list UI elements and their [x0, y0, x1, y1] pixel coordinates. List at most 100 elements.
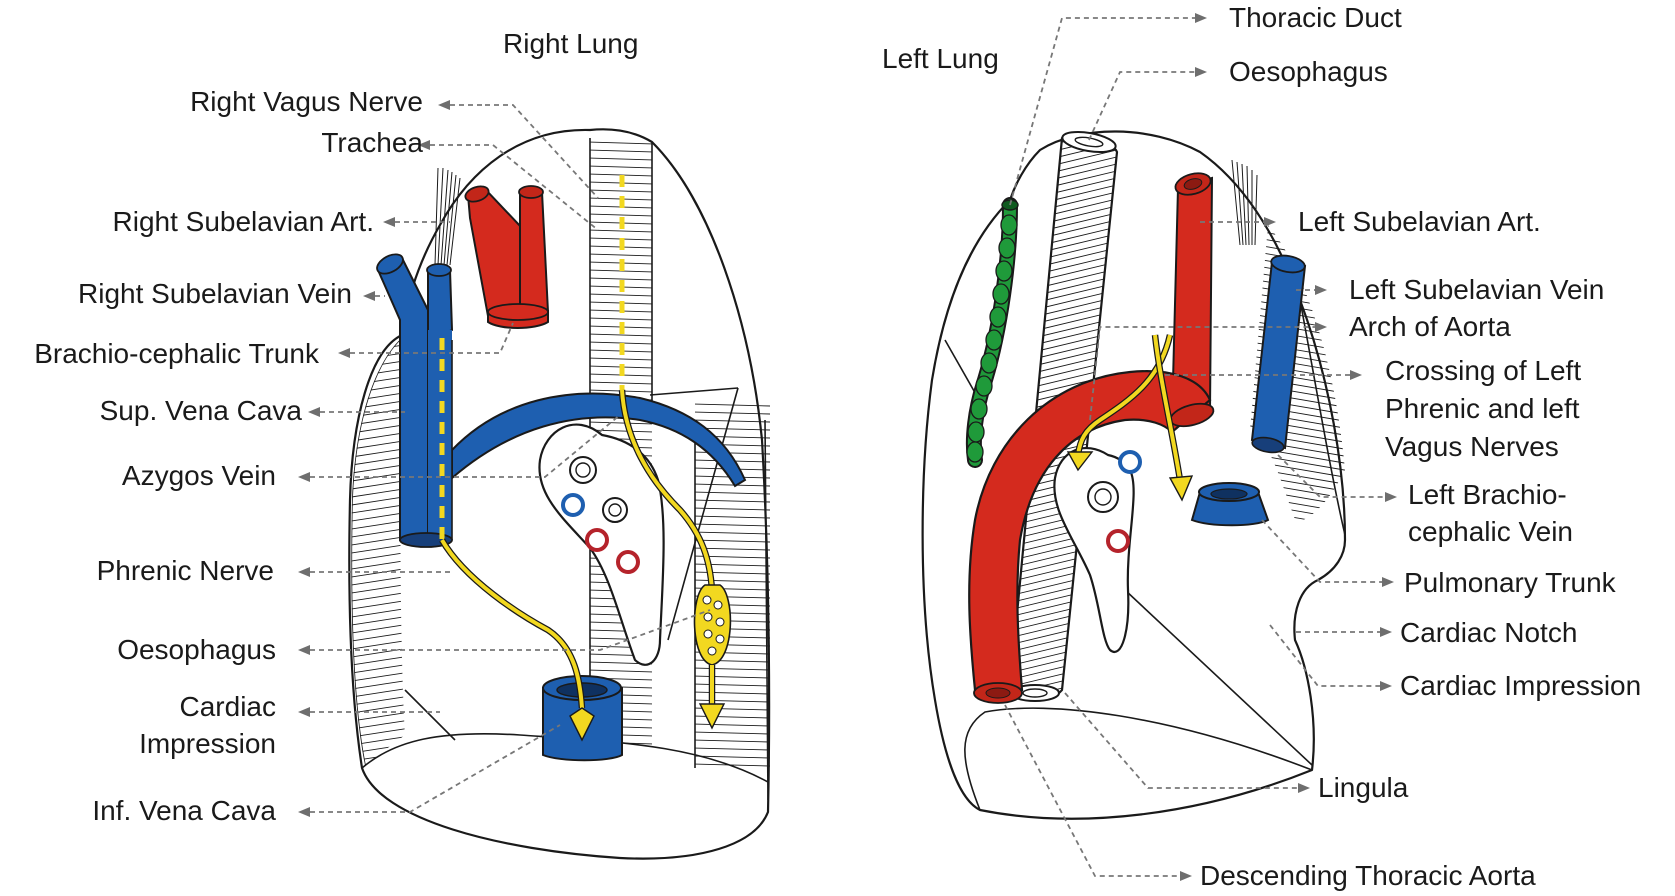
hatch-line [351, 599, 405, 611]
left-hilum-pulmonary-vein [1118, 450, 1142, 474]
hatch-line [590, 229, 652, 233]
hatch-line [695, 667, 770, 671]
right-lower-line [404, 689, 456, 741]
hatch-line [351, 551, 405, 563]
hatch-line [695, 491, 770, 495]
hatch-line [351, 567, 405, 579]
right-lung [348, 128, 771, 860]
hatch-line [590, 293, 652, 297]
hatch-line [351, 543, 405, 555]
thoracic-duct-bead [980, 352, 998, 374]
label-inferior-vena-cava: Inf. Vena Cava [92, 795, 276, 826]
thoracic-duct-bead [989, 306, 1007, 328]
label-cardiac-impression-right-2: Impression [139, 728, 276, 759]
thoracic-duct-bead [967, 421, 985, 443]
left-crossing-nerves [1066, 334, 1194, 502]
label-superior-vena-cava: Sup. Vena Cava [100, 395, 303, 426]
pulmonary-trunk-shape [1190, 482, 1270, 527]
hatch-line [351, 655, 405, 667]
hatch-line [695, 571, 770, 575]
right-veins [376, 253, 747, 548]
hatch-line [695, 691, 770, 695]
label-cardiac-impression-right-1: Cardiac [180, 691, 276, 722]
label-lingula: Lingula [1318, 772, 1409, 803]
title-left-lung: Left Lung [882, 43, 999, 74]
hatch-line [351, 663, 405, 675]
label-brachiocephalic-trunk: Brachio-cephalic Trunk [34, 338, 320, 369]
right-diaphragm-line [361, 732, 769, 783]
hatch-line [351, 671, 405, 683]
label-oesophagus-right: Oesophagus [117, 634, 276, 665]
right-phrenic-nerve [439, 338, 595, 742]
label-thoracic-duct: Thoracic Duct [1229, 2, 1402, 33]
hatch-line [590, 149, 652, 153]
left-lung-outline [921, 130, 1347, 820]
hatch-line [695, 419, 770, 423]
hatch-line [695, 531, 770, 535]
label-crossing-nerves-3: Vagus Nerves [1385, 431, 1559, 462]
hatch-line [590, 669, 652, 673]
thoracic-duct-bead [992, 283, 1010, 305]
hatch-line [695, 739, 770, 743]
hatch-line [351, 559, 405, 571]
label-right-subclavian-artery: Right Subelavian Art. [113, 206, 375, 237]
hatch-line [590, 429, 652, 433]
hatch-line [351, 615, 405, 627]
hilum-bronchus-small [602, 497, 628, 523]
hatch-line [695, 683, 770, 687]
left-vagus-fibres [1231, 159, 1258, 246]
label-pulmonary-trunk: Pulmonary Trunk [1404, 567, 1617, 598]
label-trachea: Trachea [321, 127, 423, 158]
hatch-line [590, 381, 652, 385]
label-crossing-nerves-2: Phrenic and left [1385, 393, 1580, 424]
left-oblique-fissure [1124, 589, 1313, 766]
label-phrenic-nerve: Phrenic Nerve [97, 555, 274, 586]
thoracic-duct-bead [985, 329, 1003, 351]
label-left-brachiocephalic-vein-2: cephalic Vein [1408, 516, 1573, 547]
hatch-line [351, 631, 405, 643]
hatch-line [590, 189, 652, 193]
left-base-line [964, 707, 1313, 811]
hatch-line [695, 747, 770, 751]
label-right-subclavian-vein: Right Subelavian Vein [78, 278, 352, 309]
thoracic-duct-shape [965, 197, 1019, 468]
label-right-vagus-nerve: Right Vagus Nerve [190, 86, 423, 117]
hilum-pulmonary-artery-1 [585, 528, 609, 552]
label-left-brachiocephalic-vein-1: Left Brachio- [1408, 479, 1567, 510]
hatch-line [351, 607, 405, 619]
hatch-line [695, 755, 770, 759]
hatch-line [695, 507, 770, 511]
hatch-line [590, 253, 652, 257]
hatch-line [351, 679, 405, 691]
hatch-line [695, 411, 770, 415]
left-subclavian-vein-shape [1250, 254, 1307, 454]
hatch-line [590, 333, 652, 337]
hatch-line [695, 699, 770, 703]
label-cardiac-impression-left: Cardiac Impression [1400, 670, 1641, 701]
hatch-line [351, 647, 405, 659]
hatch-line [590, 157, 652, 161]
hatch-line [351, 591, 405, 603]
label-left-subclavian-vein: Left Subelavian Vein [1349, 274, 1604, 305]
hatch-line [590, 357, 652, 361]
hatch-line [351, 639, 405, 651]
right-subclavian-artery-shape [464, 185, 550, 329]
right-vagus-nerve-path [618, 175, 732, 730]
hatch-line [351, 583, 405, 595]
hatch-line [590, 317, 652, 321]
hatch-line [590, 141, 652, 145]
label-oesophagus-left: Oesophagus [1229, 56, 1388, 87]
label-left-subclavian-artery: Left Subelavian Art. [1298, 206, 1541, 237]
hatch-line [695, 675, 770, 679]
hatch-line [695, 579, 770, 583]
right-horizontal-fissure [649, 387, 739, 396]
left-hilum-pulmonary-artery [1106, 529, 1130, 553]
hatch-line [695, 539, 770, 543]
hatch-line [695, 731, 770, 735]
hatch-line [695, 499, 770, 503]
label-crossing-nerves-1: Crossing of Left [1385, 355, 1581, 386]
azygos-vein-arch [451, 392, 747, 488]
thoracic-duct-bead [1000, 214, 1018, 236]
right-vagus-fibres [434, 167, 461, 266]
hatch-line [351, 623, 405, 635]
